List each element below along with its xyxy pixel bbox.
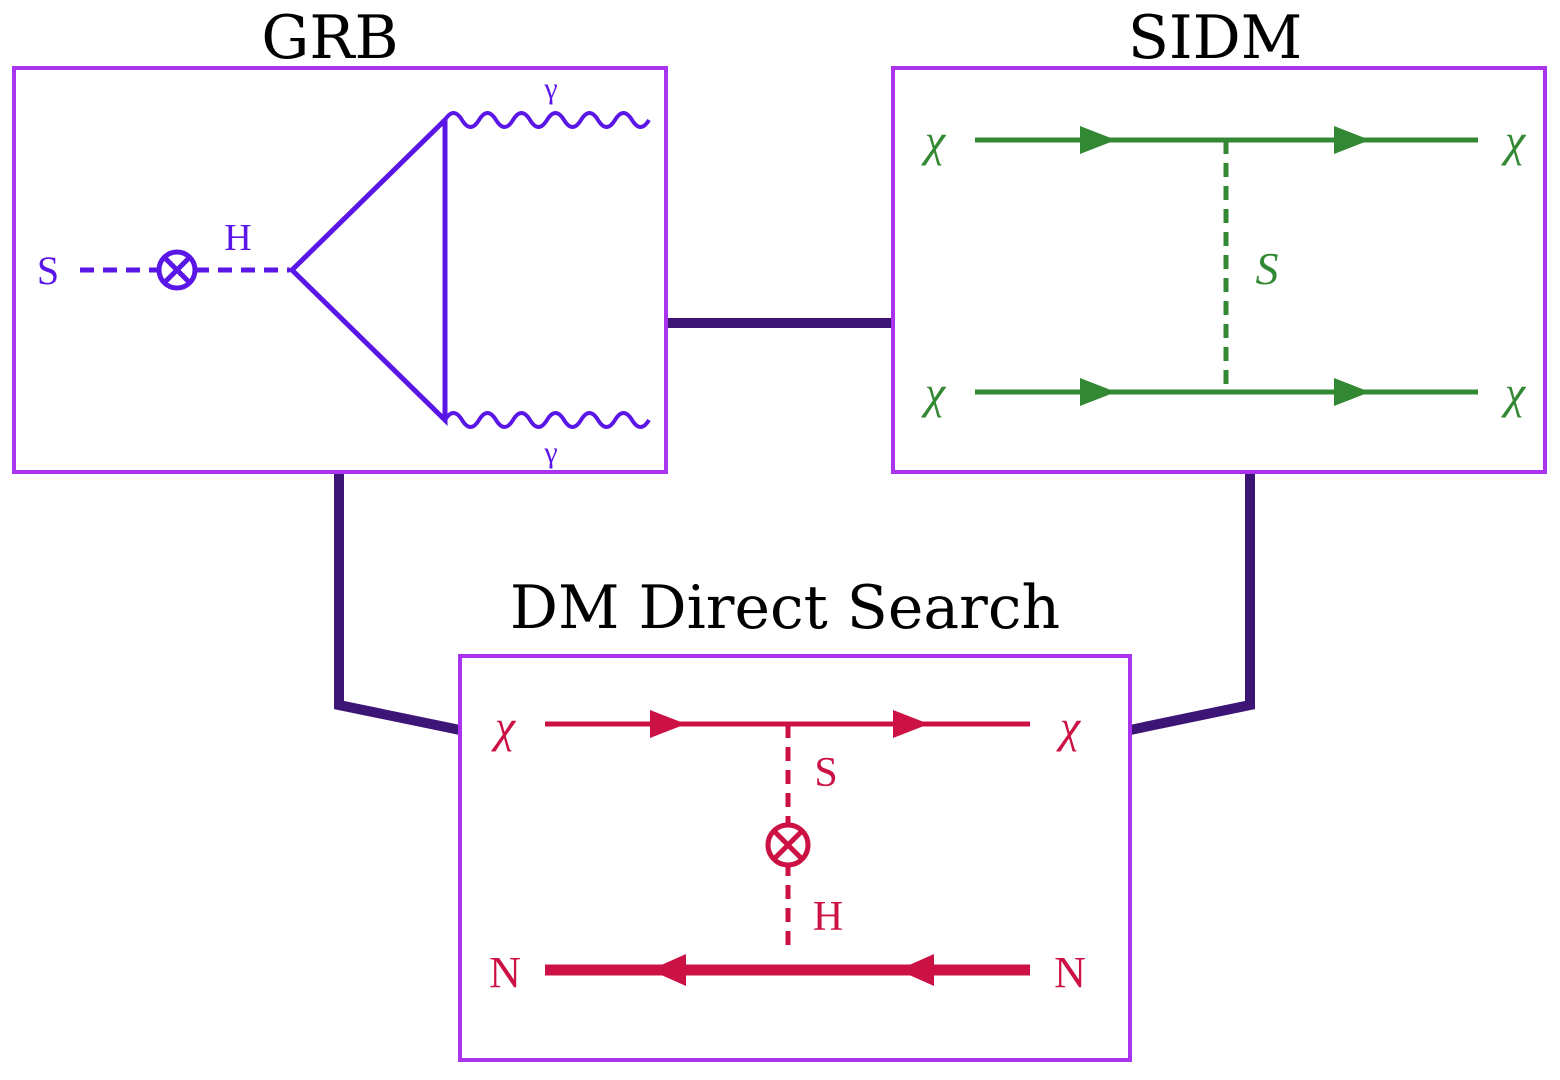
connector-sidm-dm — [1128, 472, 1255, 735]
dm-label-n-r: N — [1054, 948, 1086, 997]
connectors — [334, 318, 1255, 735]
grb-title: GRB — [261, 3, 398, 73]
dm-label-h: H — [813, 894, 843, 940]
grb-feynman-diagram: S H γ γ — [37, 72, 651, 469]
grb-label-s: S — [37, 248, 59, 293]
sidm-label-chi-tl: χ — [921, 115, 947, 166]
dm-feynman-diagram: χ χ S H N N — [489, 701, 1086, 997]
sidm-label-chi-tr: χ — [1501, 115, 1527, 166]
dm-label-s: S — [814, 750, 837, 796]
photon-wavy-top — [443, 111, 651, 129]
dm-title: DM Direct Search — [510, 573, 1060, 643]
connector-grb-dm — [334, 472, 462, 735]
circle-times-icon — [765, 822, 811, 868]
sidm-box — [891, 66, 1547, 474]
sidm-label-s: S — [1256, 243, 1279, 294]
circle-times-icon — [156, 249, 198, 291]
photon-wavy-bottom — [443, 411, 651, 429]
sidm-label-chi-bl: χ — [921, 367, 947, 418]
dm-label-chi-l: χ — [491, 701, 517, 752]
sidm-feynman-diagram: χ χ χ χ S — [921, 115, 1527, 418]
sidm-title: SIDM — [1128, 3, 1302, 73]
grb-triangle-loop — [288, 114, 448, 426]
grb-label-h: H — [224, 217, 251, 259]
grb-box — [12, 66, 668, 474]
sidm-label-chi-br: χ — [1501, 367, 1527, 418]
dm-label-n-l: N — [489, 948, 521, 997]
grb-label-gamma-top: γ — [543, 72, 557, 105]
triangle-arrow-icon — [650, 710, 934, 986]
dm-label-chi-r: χ — [1056, 701, 1082, 752]
triangle-arrow-icon — [1080, 126, 1370, 406]
grb-label-gamma-bottom: γ — [543, 436, 557, 469]
